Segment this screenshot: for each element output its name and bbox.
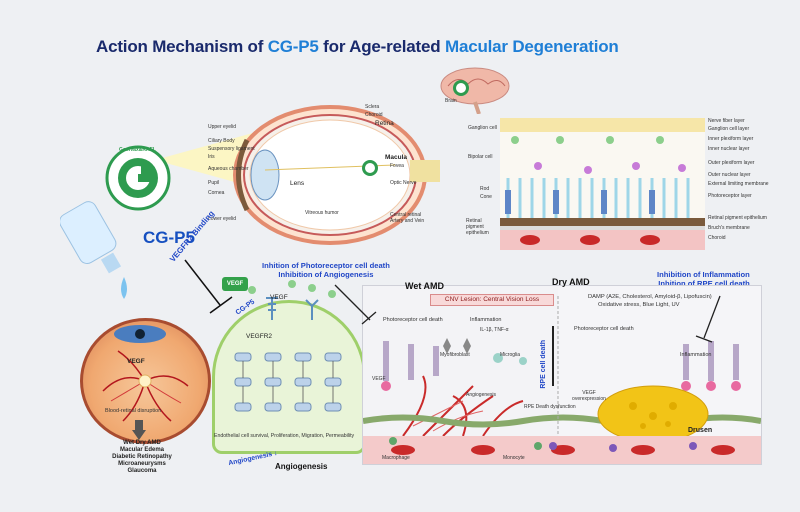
inhibition-right-line1: Inhibition of Inflammation	[657, 270, 750, 279]
layer-label: Inner nuclear layer	[708, 146, 750, 152]
label-optic-nerve: Optic Nerve	[390, 180, 417, 186]
inhibition-right-line2: Inhition of RPE cell death	[658, 279, 750, 288]
figure-title: Action Mechanism of CG-P5 for Age-relate…	[96, 37, 619, 56]
eye-anatomy	[233, 105, 440, 245]
vegf-overexpression-label: VEGF overexpression	[572, 390, 606, 402]
amd-panel	[362, 285, 762, 465]
label-lens: Lens	[290, 180, 305, 187]
disease-item: Glaucoma	[127, 468, 157, 474]
receptor-vegfr2	[248, 280, 336, 320]
monocyte-label: Monocyte	[503, 455, 525, 461]
disease-item: Macular Edema	[119, 447, 165, 453]
brain-illustration	[440, 67, 510, 114]
angiogenesis-label: Angiogenesis	[275, 462, 328, 471]
oxidative-label: Oxidative stress, Blue Light, UV	[598, 302, 680, 308]
receptor-vegfr2-label: VEGFR2	[246, 333, 273, 340]
layer-label: Nerve fiber layer	[708, 118, 745, 124]
dry-amd-title: Dry AMD	[552, 277, 590, 287]
drusen-label: Drusen	[688, 427, 713, 434]
rpe-inhibition-bar	[552, 326, 554, 386]
label-iris: Iris	[208, 154, 215, 160]
label-ganglion-cell: Ganglion cell	[468, 125, 497, 131]
label-bipolar-cell: Bipolar cell	[468, 154, 493, 160]
label-retina: Retina	[375, 120, 394, 127]
layer-label: Outer plexiform layer	[708, 160, 755, 166]
label-central-retinal: Central retinal Artery and Vein	[390, 212, 425, 224]
inhibition-left-line1: Inhition of Photoreceptor cell death	[262, 261, 390, 270]
cg-p5-badge: GemVax&KAEL	[105, 145, 171, 211]
wet-il-label: IL-1β, TNF-α	[480, 327, 509, 333]
inhibition-marker	[184, 259, 233, 314]
disease-item: Diabetic Retinopathy	[112, 454, 172, 460]
label-pupil: Pupil	[208, 180, 220, 186]
layer-label: Bruch's membrane	[708, 225, 750, 231]
myofibroblast-label: Myofibroblast	[440, 352, 470, 358]
macrophage-label: Macrophage	[382, 455, 410, 461]
label-sclera: Sclera	[365, 104, 380, 110]
label-lower-eyelid: Lower eyelid	[208, 216, 237, 222]
layer-label: External limiting membrane	[708, 181, 769, 187]
label-cone: Cone	[480, 194, 492, 200]
fundus-blood-retinal-label: Blood-retinal disruption	[105, 408, 162, 414]
inhibition-connector-right	[695, 295, 721, 343]
eye-iris-icon	[114, 325, 166, 343]
layer-label: Inner plexiform layer	[708, 136, 754, 142]
microglia-label: Microglia	[500, 352, 521, 358]
wet-amd-title: Wet AMD	[405, 281, 444, 291]
drug-label: CG-P5	[143, 228, 195, 247]
wet-inflammation: Inflammation	[470, 317, 502, 323]
layer-label: Photoreceptor layer	[708, 193, 752, 199]
inhibition-left-line2: Inhibition of Angiogenesis	[278, 270, 374, 279]
label-brain: Brain	[445, 98, 457, 104]
rpe-cell-death-label: RPE cell death	[540, 340, 547, 389]
fundus-vegf-label: VEGF	[127, 358, 145, 365]
retina-layer-labels: Nerve fiber layer Ganglion cell layer In…	[708, 118, 769, 243]
dry-photoreceptor-death: Photoreceptor cell death	[574, 326, 634, 332]
label-rod: Rod	[480, 186, 490, 192]
label-cornea: Cornea	[208, 190, 225, 196]
disease-item: Wet Dry AMD	[123, 440, 161, 446]
rpe-dysfunction-label: RPE Death dysfunction	[524, 404, 576, 410]
wet-photoreceptor-death: Photoreceptor cell death	[383, 317, 443, 323]
vegf-tag: VEGF	[222, 277, 248, 291]
cnv-lesion-box: CNV Lesion: Central Vision Loss	[430, 294, 554, 306]
retina-cross-section	[500, 118, 705, 250]
label-rpe: Retinal pigment epithelium	[466, 218, 489, 236]
badge-label: GemVax&KAEL	[119, 147, 156, 153]
label-upper-eyelid: Upper eyelid	[208, 124, 237, 130]
damp-label: DAMP (A2E, Cholesterol, Amyloid-β, Lipof…	[588, 294, 712, 300]
down-arrow	[132, 420, 146, 440]
label-ciliary-body: Ciliary Body	[208, 138, 235, 144]
eye-dropper-icon	[60, 201, 127, 299]
disease-list: Wet Dry AMD Macular Edema Diabetic Retin…	[92, 440, 192, 475]
inhibition-left: Inhition of Photoreceptor cell death Inh…	[262, 261, 390, 279]
cell-panel-caption: Endothelial cell survival, Proliferation…	[214, 433, 355, 439]
wet-angiogenesis-label: Angiogenesis	[466, 392, 497, 398]
dry-inflammation: Inflammation	[680, 352, 712, 358]
receptor-vegf-label: VEGF	[270, 294, 288, 301]
layer-label: Outer nuclear layer	[708, 172, 751, 178]
layer-label: Ganglion cell layer	[708, 126, 750, 132]
wet-vegf-label: VEGF	[372, 376, 386, 382]
label-macula: Macula	[385, 154, 408, 161]
layer-label: Retinal pigment epithelium	[708, 215, 767, 221]
inhibition-right: Inhibition of Inflammation Inhition of R…	[657, 270, 750, 288]
inhibition-connector-left	[334, 284, 377, 325]
disease-item: Microaneurysms	[118, 461, 166, 467]
label-suspensory-ligament: Suspensory ligament	[208, 146, 255, 152]
label-vitreous-humor: Vitreous humor	[305, 210, 339, 216]
layer-label: Choroid	[708, 235, 726, 241]
label-aqueous-chamber: Aqueous chamber	[208, 166, 249, 172]
label-fovea: Fovea	[390, 163, 404, 169]
label-choroid: Choroid	[365, 112, 383, 118]
